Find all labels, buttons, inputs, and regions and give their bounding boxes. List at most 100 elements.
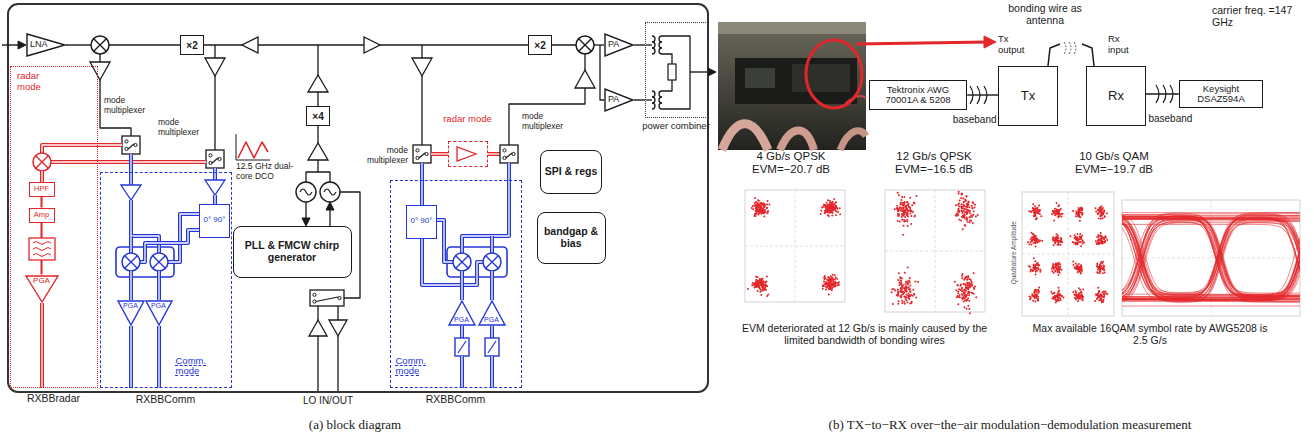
symbol-dot bbox=[967, 211, 969, 213]
mixer-cross bbox=[36, 156, 49, 169]
symbol-dot bbox=[827, 204, 829, 206]
double-wire-core bbox=[491, 326, 492, 338]
symbol-dot bbox=[831, 284, 833, 286]
symbol-dot bbox=[900, 294, 902, 296]
symbol-dot bbox=[1078, 210, 1080, 212]
symbol-dot bbox=[1035, 239, 1037, 241]
symbol-dot bbox=[1050, 291, 1052, 293]
symbol-dot bbox=[960, 205, 962, 207]
symbol-dot bbox=[906, 201, 908, 203]
symbol-dot bbox=[1069, 235, 1071, 237]
connector bbox=[634, 44, 645, 45]
symbol-dot bbox=[954, 281, 956, 283]
symbol-dot bbox=[762, 288, 764, 290]
symbol-dot bbox=[1059, 272, 1061, 274]
symbol-dot bbox=[1036, 270, 1038, 272]
symbol-dot bbox=[1029, 298, 1031, 300]
symbol-dot bbox=[956, 284, 958, 286]
symbol-dot bbox=[1097, 272, 1099, 274]
transformer-coil bbox=[652, 91, 655, 109]
symbol-dot bbox=[957, 290, 959, 292]
symbol-dot bbox=[1098, 217, 1100, 219]
text-label: mode multiplexer bbox=[104, 96, 158, 116]
symbol-dot bbox=[900, 295, 902, 297]
symbol-dot bbox=[959, 200, 961, 202]
symbol-dot bbox=[964, 224, 966, 226]
node-text: RXBBComm bbox=[101, 394, 230, 406]
symbol-dot bbox=[1081, 235, 1083, 237]
symbol-dot bbox=[1035, 263, 1037, 265]
symbol-dot bbox=[902, 210, 904, 212]
symbol-dot bbox=[836, 282, 838, 284]
symbol-dot bbox=[1055, 302, 1057, 304]
connector bbox=[41, 197, 43, 208]
symbol-dot bbox=[961, 277, 963, 279]
symbol-dot bbox=[902, 286, 904, 288]
symbol-dot bbox=[909, 212, 911, 214]
symbol-dot bbox=[962, 228, 964, 230]
eye-trace bbox=[1122, 298, 1300, 299]
symbol-dot bbox=[1101, 210, 1103, 212]
symbol-dot bbox=[903, 203, 905, 205]
symbol-dot bbox=[754, 202, 756, 204]
symbol-dot bbox=[898, 215, 900, 217]
symbol-dot bbox=[958, 294, 960, 296]
symbol-dot bbox=[761, 285, 763, 287]
symbol-dot bbox=[962, 273, 964, 275]
symbol-dot bbox=[1104, 235, 1106, 237]
symbol-dot bbox=[902, 202, 904, 204]
symbol-dot bbox=[1096, 236, 1098, 238]
symbol-dot bbox=[825, 281, 827, 283]
photo-board bbox=[735, 58, 857, 104]
switch-contact bbox=[503, 156, 506, 159]
mixer-cross bbox=[153, 256, 166, 269]
symbol-dot bbox=[963, 214, 965, 216]
symbol-dot bbox=[897, 220, 899, 222]
wire bbox=[509, 88, 585, 145]
symbol-dot bbox=[1075, 263, 1077, 265]
symbol-dot bbox=[833, 198, 835, 200]
symbol-dot bbox=[1036, 263, 1038, 265]
symbol-dot bbox=[966, 216, 968, 218]
rf-wire bbox=[66, 44, 91, 45]
symbol-dot bbox=[1082, 288, 1084, 290]
eye-trace bbox=[1122, 218, 1300, 298]
symbol-dot bbox=[835, 214, 837, 216]
symbol-dot bbox=[759, 278, 761, 280]
symbol-dot bbox=[1075, 294, 1077, 296]
chip-outline bbox=[8, 4, 708, 392]
eye-trace bbox=[1122, 224, 1300, 269]
symbol-dot bbox=[908, 297, 910, 299]
photo-chip bbox=[792, 64, 850, 92]
symbol-dot bbox=[1078, 268, 1080, 270]
triangle-shape bbox=[26, 276, 58, 302]
photo-part bbox=[745, 68, 775, 88]
oscillator-symbol bbox=[296, 182, 316, 202]
double-wire-core bbox=[158, 326, 159, 388]
symbol-dot bbox=[1032, 269, 1034, 271]
symbol-dot bbox=[833, 279, 835, 281]
symbol-dot bbox=[763, 204, 765, 206]
symbol-dot bbox=[963, 292, 965, 294]
symbol-dot bbox=[764, 204, 766, 206]
double-wire bbox=[129, 154, 133, 185]
symbol-dot bbox=[967, 221, 969, 223]
triangle-shape bbox=[118, 301, 144, 325]
symbol-dot bbox=[967, 278, 969, 280]
symbol-dot bbox=[1100, 299, 1102, 301]
node-text: 0° 90° bbox=[411, 217, 433, 226]
symbol-dot bbox=[1057, 209, 1059, 211]
symbol-dot bbox=[1103, 211, 1105, 213]
switch-contact bbox=[416, 156, 419, 159]
symbol-dot bbox=[963, 204, 965, 206]
mixer-cross bbox=[486, 256, 499, 269]
symbol-dot bbox=[1072, 241, 1074, 243]
symbol-dot bbox=[958, 193, 960, 195]
symbol-dot bbox=[830, 212, 832, 214]
amplifier-triangle: LNA bbox=[26, 33, 66, 57]
dac-symbol bbox=[485, 338, 499, 356]
symbol-dot bbox=[832, 277, 834, 279]
node-text: bandgap & bias bbox=[538, 226, 605, 249]
symbol-dot bbox=[763, 210, 765, 212]
